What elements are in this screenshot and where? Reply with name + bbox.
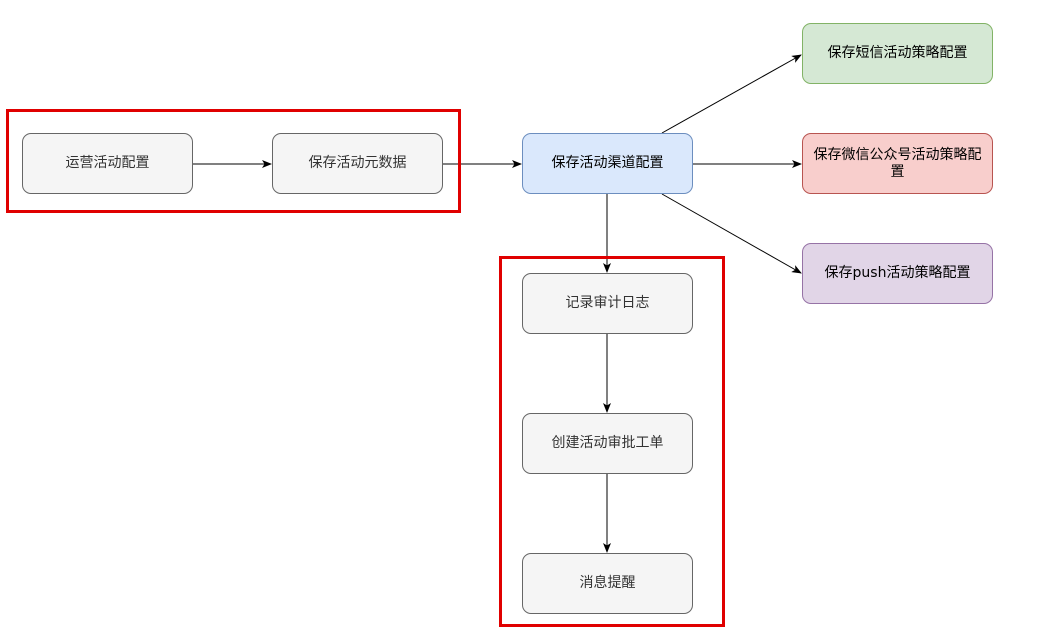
highlight-box-audit-flow: [499, 256, 725, 627]
node-message-remind-label: 消息提醒: [579, 575, 636, 591]
node-audit-log-label: 记录审计日志: [565, 295, 650, 311]
highlight-box-config: [6, 109, 461, 213]
node-ops-config[interactable]: 运营活动配置: [22, 133, 193, 194]
node-message-remind[interactable]: 消息提醒: [522, 553, 693, 614]
node-save-channel[interactable]: 保存活动渠道配置: [522, 133, 693, 194]
node-approval-ticket-label: 创建活动审批工单: [551, 435, 664, 451]
node-approval-ticket[interactable]: 创建活动审批工单: [522, 413, 693, 474]
node-audit-log[interactable]: 记录审计日志: [522, 273, 693, 334]
node-save-meta[interactable]: 保存活动元数据: [272, 133, 443, 194]
node-save-wechat-label: 保存微信公众号活动策略配置: [813, 146, 982, 180]
node-save-push[interactable]: 保存push活动策略配置: [802, 243, 993, 304]
node-save-meta-label: 保存活动元数据: [308, 155, 407, 171]
node-ops-config-label: 运营活动配置: [65, 155, 150, 171]
arrow-channel-to-sms: [661, 54, 802, 134]
node-save-sms[interactable]: 保存短信活动策略配置: [802, 23, 993, 84]
node-save-wechat[interactable]: 保存微信公众号活动策略配置: [802, 133, 993, 194]
arrow-channel-to-push: [661, 193, 802, 274]
node-save-push-label: 保存push活动策略配置: [824, 265, 971, 281]
node-save-channel-label: 保存活动渠道配置: [551, 155, 664, 171]
node-save-sms-label: 保存短信活动策略配置: [827, 45, 968, 61]
